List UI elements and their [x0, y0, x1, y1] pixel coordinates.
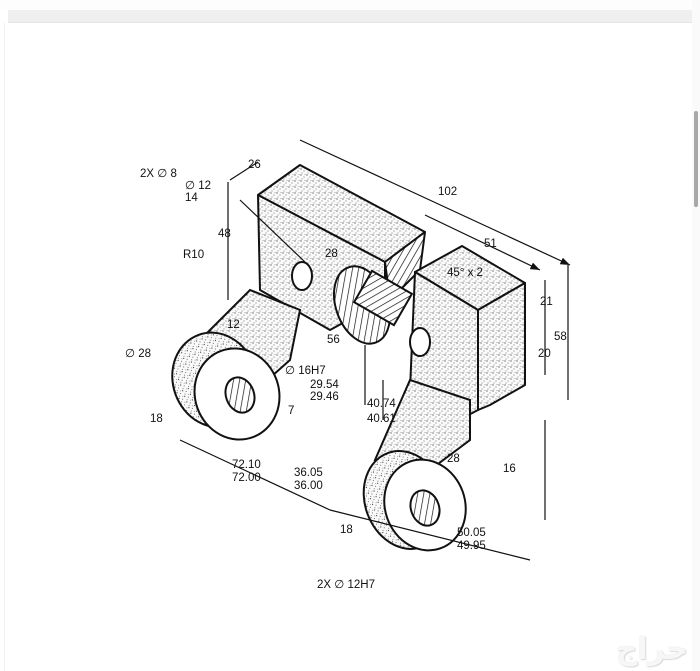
svg-text:2X ∅ 12H7: 2X ∅ 12H7	[317, 579, 375, 591]
svg-text:28: 28	[325, 248, 338, 260]
svg-text:16: 16	[503, 463, 516, 475]
left-arm-boss	[171, 288, 302, 441]
svg-text:58: 58	[554, 331, 567, 343]
svg-text:26: 26	[248, 159, 261, 171]
svg-text:50.05: 50.05	[457, 527, 486, 539]
svg-text:29.46: 29.46	[310, 391, 339, 403]
svg-text:36.00: 36.00	[294, 480, 323, 492]
svg-text:21: 21	[540, 296, 553, 308]
svg-text:∅ 12: ∅ 12	[185, 180, 211, 192]
viewer-toolbar-strip	[8, 10, 692, 23]
haraj-watermark: حراج	[615, 632, 688, 667]
svg-text:48: 48	[218, 228, 231, 240]
svg-text:14: 14	[185, 192, 198, 204]
vertical-scrollbar[interactable]	[692, 0, 700, 671]
svg-text:2X ∅ 8: 2X ∅ 8	[140, 168, 177, 180]
svg-text:R10: R10	[183, 249, 204, 261]
svg-text:51: 51	[484, 238, 497, 250]
center-shaft	[291, 261, 431, 357]
svg-text:56: 56	[327, 334, 340, 346]
svg-text:29.54: 29.54	[310, 379, 339, 391]
svg-text:40.61: 40.61	[367, 413, 396, 425]
svg-text:20: 20	[538, 348, 551, 360]
svg-text:7: 7	[288, 405, 294, 417]
svg-text:28: 28	[447, 453, 460, 465]
svg-text:18: 18	[340, 524, 353, 536]
svg-text:36.05: 36.05	[294, 467, 323, 479]
svg-text:∅ 16H7: ∅ 16H7	[285, 365, 326, 377]
image-frame	[4, 23, 694, 671]
dimension-labels: 102 51 58 21 20 26 48 R10 2X ∅ 8 ∅ 12 14…	[125, 159, 567, 591]
svg-text:18: 18	[150, 413, 163, 425]
svg-text:12: 12	[227, 319, 240, 331]
scrollbar-thumb[interactable]	[694, 111, 698, 207]
svg-text:40.74: 40.74	[367, 398, 396, 410]
right-arm-boss	[362, 378, 471, 552]
svg-text:72.00: 72.00	[232, 472, 261, 484]
svg-text:72.10: 72.10	[232, 459, 261, 471]
svg-text:49.95: 49.95	[457, 540, 486, 552]
svg-text:∅ 28: ∅ 28	[125, 348, 151, 360]
svg-text:102: 102	[438, 186, 457, 198]
svg-text:45° x 2: 45° x 2	[447, 267, 483, 279]
dimension-lines	[179, 139, 571, 561]
viewer-top-bar	[0, 0, 700, 10]
